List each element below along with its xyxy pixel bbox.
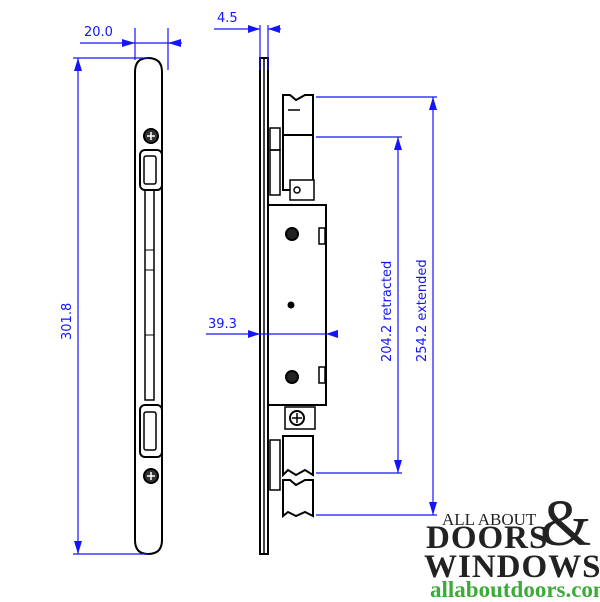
lock-side-view (259, 57, 327, 555)
dim-extended: 254.2 extended (415, 259, 430, 362)
logo-line-windows: WINDOWS (424, 549, 600, 585)
faceplate-front-view (134, 56, 163, 556)
dim-retracted: 204.2 retracted (380, 261, 395, 362)
dim-backset-depth: 39.3 (208, 317, 237, 332)
dimension-lines (73, 25, 437, 555)
logo-url[interactable]: allaboutdoors.com (430, 577, 600, 602)
dim-faceplate-length: 301.8 (60, 303, 75, 340)
dim-faceplate-width: 20.0 (84, 25, 113, 40)
logo-line-all-about: ALL ABOUT (442, 510, 537, 529)
dim-faceplate-thickness: 4.5 (217, 11, 238, 26)
logo-ampersand: & (540, 487, 592, 560)
logo-line-doors: DOORS (426, 520, 549, 556)
